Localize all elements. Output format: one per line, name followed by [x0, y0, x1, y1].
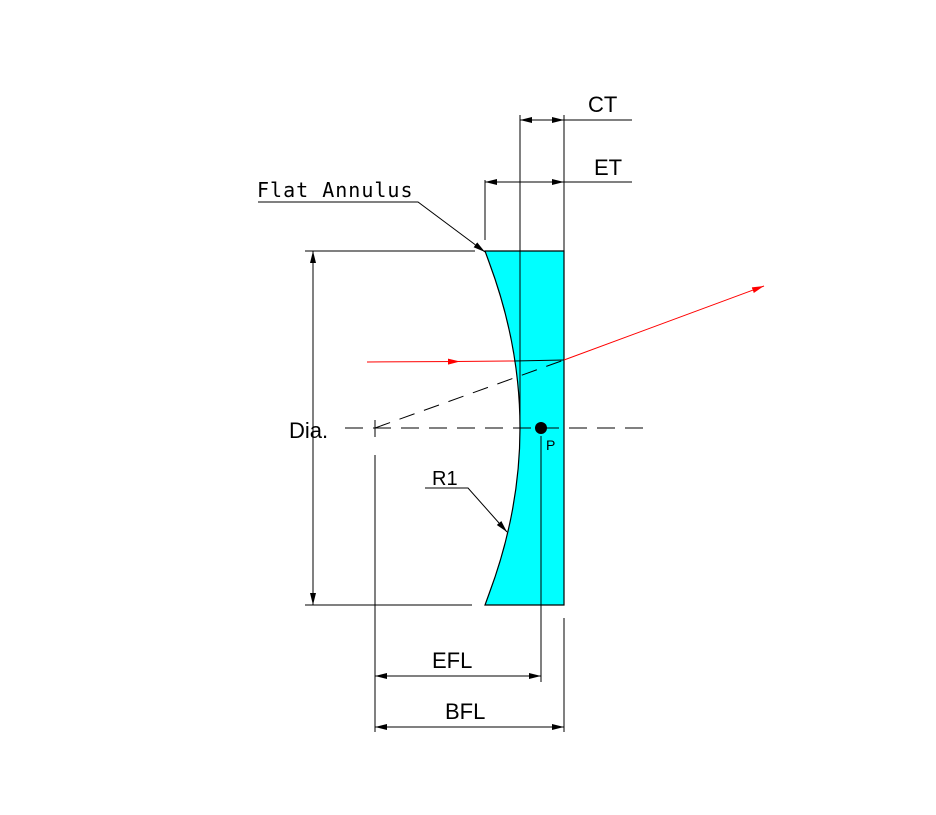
flat-annulus-label: Flat Annulus: [257, 178, 414, 202]
r1-leader: [425, 487, 508, 533]
r1-label: R1: [432, 468, 458, 490]
p-label: P: [546, 437, 555, 453]
virtual-ray-dashed: [374, 359, 565, 429]
ray-inside-lens: [513, 359, 565, 362]
dia-label: Dia.: [289, 418, 328, 443]
flat-annulus-leader: [258, 201, 486, 253]
principal-point: [535, 422, 547, 434]
incident-ray: [366, 358, 461, 365]
et-label: ET: [594, 155, 622, 180]
efl-label: EFL: [432, 648, 472, 673]
bfl-label: BFL: [445, 699, 485, 724]
incident-ray-continued: [454, 360, 515, 362]
ct-label: CT: [588, 92, 617, 117]
refracted-ray: [563, 285, 765, 361]
